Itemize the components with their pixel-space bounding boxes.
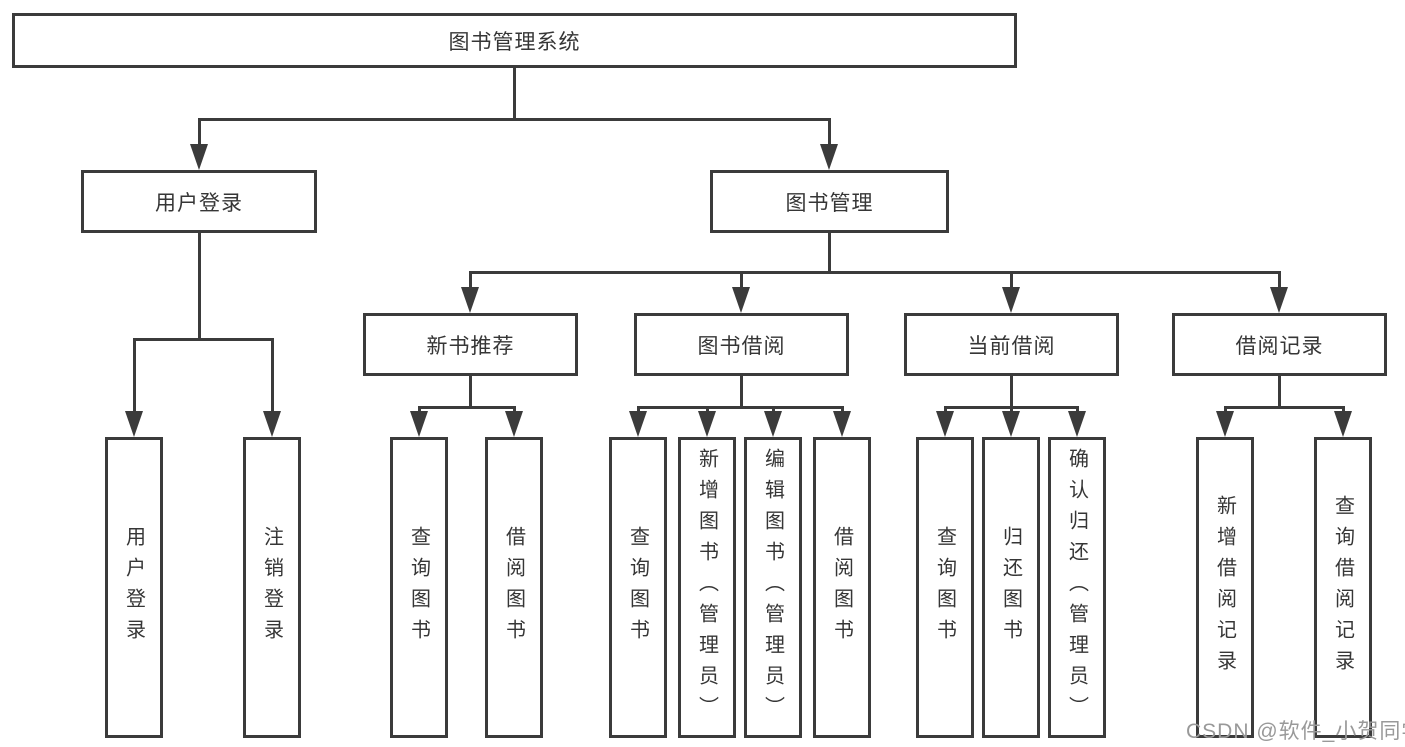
connector-user-login-split: [133, 338, 273, 341]
arrow-down-icon: [1334, 411, 1352, 437]
connector-drop-leaf: [1224, 406, 1227, 411]
connector-drop-user-login: [198, 118, 201, 144]
node-label: 图书借阅: [697, 334, 786, 358]
leaf-logout: 注销登录: [243, 437, 301, 738]
connector-records-trunk: [1278, 376, 1281, 406]
node-label: 用户登录: [155, 191, 243, 215]
node-label: 借阅记录: [1235, 334, 1324, 358]
connector-drop-leaf: [944, 406, 947, 411]
connector-drop-leaf: [513, 406, 516, 411]
node-label: 新书推荐: [426, 334, 515, 358]
connector-bookborrow-split: [637, 406, 843, 409]
leaf-label: 新增借阅记录: [1213, 494, 1236, 681]
leaf-edit-books-admin: 编辑图书（管理员）: [744, 437, 802, 738]
node-library-management-system: 图书管理系统: [12, 13, 1017, 68]
arrow-down-icon: [698, 411, 716, 437]
connector-book-mgmt-trunk: [828, 233, 831, 271]
connector-drop-level3: [1010, 271, 1013, 287]
leaf-label: 查询图书: [933, 525, 956, 650]
connector-drop-level3: [740, 271, 743, 287]
connector-drop-leaf: [271, 338, 274, 411]
node-borrow-records: 借阅记录: [1172, 313, 1387, 376]
arrow-down-icon: [764, 411, 782, 437]
leaf-label: 确认归还（管理员）: [1065, 448, 1088, 727]
connector-drop-leaf: [772, 406, 775, 411]
arrow-down-icon: [833, 411, 851, 437]
leaf-label: 查询图书: [626, 525, 649, 650]
arrow-down-icon: [1002, 411, 1020, 437]
node-book-borrow: 图书借阅: [634, 313, 849, 376]
arrow-down-icon: [461, 287, 479, 313]
connector-drop-leaf: [1010, 406, 1013, 411]
connector-user-login-trunk: [198, 233, 201, 338]
connector-book-mgmt-split: [469, 271, 1280, 274]
leaf-query-books-1: 查询图书: [390, 437, 448, 738]
leaf-label: 新增图书（管理员）: [695, 448, 718, 727]
connector-drop-level3: [1278, 271, 1281, 287]
arrow-down-icon: [936, 411, 954, 437]
leaf-label: 查询图书: [407, 525, 430, 650]
leaf-query-books-3: 查询图书: [916, 437, 974, 738]
node-new-book-recommend: 新书推荐: [363, 313, 578, 376]
leaf-borrow-books-2: 借阅图书: [813, 437, 871, 738]
connector-bookborrow-trunk: [740, 376, 743, 406]
leaf-return-books: 归还图书: [982, 437, 1040, 738]
leaf-query-borrow-record: 查询借阅记录: [1314, 437, 1372, 738]
connector-drop-leaf: [841, 406, 844, 411]
arrow-down-icon: [1002, 287, 1020, 313]
arrow-down-icon: [190, 144, 208, 170]
csdn-watermark: CSDN @软件_小贺同学: [1186, 720, 1405, 743]
arrow-down-icon: [410, 411, 428, 437]
node-label: 当前借阅: [967, 334, 1056, 358]
connector-drop-leaf: [706, 406, 709, 411]
connector-records-split: [1224, 406, 1344, 409]
leaf-label: 用户登录: [122, 525, 145, 650]
connector-root-split: [198, 118, 830, 121]
leaf-borrow-books-1: 借阅图书: [485, 437, 543, 738]
connector-drop-leaf: [418, 406, 421, 411]
connector-drop-leaf: [637, 406, 640, 411]
connector-drop-book-mgmt: [828, 118, 831, 144]
node-current-borrow: 当前借阅: [904, 313, 1119, 376]
leaf-label: 查询借阅记录: [1331, 494, 1354, 681]
node-book-management: 图书管理: [710, 170, 949, 233]
arrow-down-icon: [125, 411, 143, 437]
arrow-down-icon: [820, 144, 838, 170]
connector-newbook-split: [418, 406, 515, 409]
connector-drop-leaf: [1076, 406, 1079, 411]
arrow-down-icon: [1068, 411, 1086, 437]
leaf-add-books-admin: 新增图书（管理员）: [678, 437, 736, 738]
leaf-confirm-return-admin: 确认归还（管理员）: [1048, 437, 1106, 738]
leaf-label: 归还图书: [999, 525, 1022, 650]
arrow-down-icon: [1270, 287, 1288, 313]
arrow-down-icon: [629, 411, 647, 437]
connector-drop-leaf: [133, 338, 136, 411]
node-label: 图书管理: [785, 191, 874, 215]
leaf-add-borrow-record: 新增借阅记录: [1196, 437, 1254, 738]
leaf-label: 借阅图书: [830, 525, 853, 650]
leaf-user-login: 用户登录: [105, 437, 163, 738]
arrow-down-icon: [732, 287, 750, 313]
connector-currentborrow-trunk: [1010, 376, 1013, 406]
leaf-label: 借阅图书: [502, 525, 525, 650]
connector-root-trunk: [513, 68, 516, 118]
arrow-down-icon: [1216, 411, 1234, 437]
node-label: 图书管理系统: [448, 30, 581, 54]
leaf-query-books-2: 查询图书: [609, 437, 667, 738]
arrow-down-icon: [263, 411, 281, 437]
connector-drop-level3: [469, 271, 472, 287]
connector-newbook-trunk: [469, 376, 472, 406]
node-user-login: 用户登录: [81, 170, 317, 233]
arrow-down-icon: [505, 411, 523, 437]
leaf-label: 注销登录: [260, 525, 283, 650]
connector-drop-leaf: [1342, 406, 1345, 411]
leaf-label: 编辑图书（管理员）: [761, 448, 784, 727]
